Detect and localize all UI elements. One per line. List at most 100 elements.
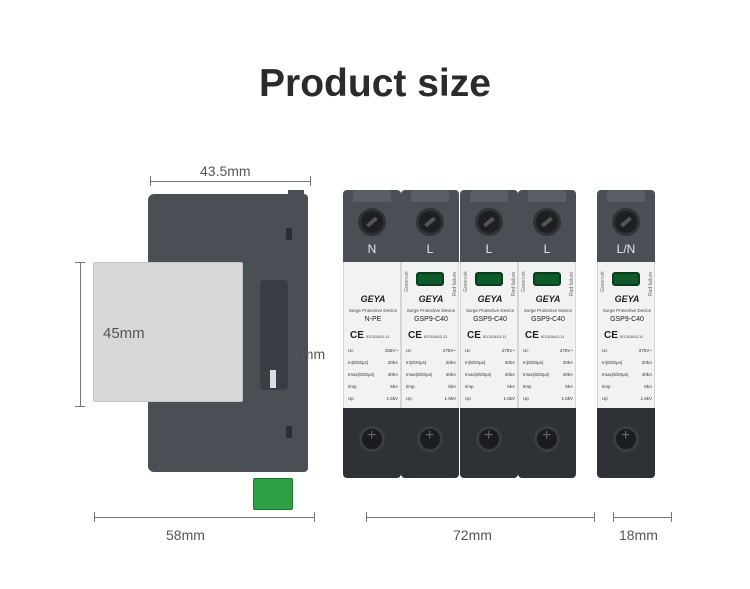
model-number: GSP9-C40: [531, 316, 565, 323]
terminal-label: N: [367, 242, 377, 256]
indicator-left-text: Green:ok: [404, 271, 410, 292]
status-indicator-window: [533, 272, 561, 286]
screw-icon: [417, 426, 443, 452]
screw-icon: [358, 208, 386, 236]
screw-icon: [359, 426, 385, 452]
brand-logo: GEYA: [418, 294, 444, 304]
spec-key: Iimp: [465, 384, 474, 389]
module-top: L/N: [597, 190, 655, 262]
dim-tick: [75, 262, 85, 263]
spec-key: Iimp: [348, 384, 357, 389]
ce-mark-icon: CE: [604, 330, 618, 341]
spec-value: 1.5kV: [561, 396, 573, 401]
spec-key: Iimp: [602, 384, 611, 389]
dim-depth-total: 58mm: [166, 527, 205, 543]
spec-key: In(8/20μs): [406, 360, 427, 365]
module-bottom: [597, 408, 655, 478]
module-top: N: [343, 190, 401, 262]
spec-value: 40kA: [562, 372, 573, 377]
indicator-right-text: Red:failure: [452, 271, 458, 296]
ce-mark-icon: CE: [350, 330, 364, 341]
model-number: GSP9-C40: [473, 316, 507, 323]
status-indicator-window: [475, 272, 503, 286]
module-bottom: [401, 408, 459, 478]
module-top-tab: [470, 190, 508, 202]
module-bottom: [518, 408, 576, 478]
dim-line-height: [80, 262, 81, 406]
spec-value: 20kA: [504, 360, 515, 365]
screw-icon: [475, 208, 503, 236]
terminal-label: L: [426, 242, 434, 256]
dim-tick: [671, 512, 672, 522]
spec-value: 1.5kV: [444, 396, 456, 401]
side-rail-clip: [270, 370, 276, 388]
standard-label: IEC61643-11: [483, 334, 507, 339]
spec-value: 20kA: [387, 360, 398, 365]
dim-line-single: [613, 517, 671, 518]
dim-depth-rail: 7mm: [294, 346, 326, 362]
device-subtitle: Surge Protective Device: [406, 308, 456, 313]
indicator-left-text: Green:ok: [600, 271, 606, 292]
spec-key: Imax(8/20μs): [465, 372, 492, 377]
side-notch: [286, 228, 292, 240]
spec-key: Imax(8/20μs): [523, 372, 550, 377]
screw-icon: [416, 208, 444, 236]
screw-icon: [533, 208, 561, 236]
side-cover-panel: [93, 262, 243, 402]
spec-key: Uc: [602, 348, 608, 353]
brand-logo: GEYA: [535, 294, 561, 304]
spec-value: 20kA: [641, 360, 652, 365]
side-top-clip: [288, 190, 304, 206]
module-top-tab: [528, 190, 566, 202]
spec-key: Uc: [348, 348, 354, 353]
spec-key: Uc: [523, 348, 529, 353]
spec-value: 5kA: [644, 384, 652, 389]
indicator-right-text: Red:failure: [511, 271, 517, 296]
dim-height-panel: 45mm: [103, 325, 145, 342]
brand-logo: GEYA: [614, 294, 640, 304]
spec-value: 275V~: [442, 348, 456, 353]
spec-key: In(8/20μs): [523, 360, 544, 365]
spec-key: In(8/20μs): [348, 360, 369, 365]
spec-key: Iimp: [523, 384, 532, 389]
device-subtitle: Surge Protective Device: [602, 308, 652, 313]
terminal-label: L: [485, 242, 493, 256]
indicator-left-text: Green:ok: [463, 271, 469, 292]
dim-tick: [150, 176, 151, 186]
spec-value: 255V~: [384, 348, 398, 353]
spec-key: Uc: [465, 348, 471, 353]
spec-key: Imax(8/20μs): [406, 372, 433, 377]
screw-icon: [613, 426, 639, 452]
spec-key: Uc: [406, 348, 412, 353]
spec-value: 275V~: [559, 348, 573, 353]
ce-mark-icon: CE: [467, 330, 481, 341]
spec-key: In(8/20μs): [602, 360, 623, 365]
device-subtitle: Surge Protective Device: [465, 308, 515, 313]
spec-value: 40kA: [504, 372, 515, 377]
spec-value: 275V~: [638, 348, 652, 353]
module-bottom: [460, 408, 518, 478]
status-indicator-window: [416, 272, 444, 286]
dim-tick: [314, 512, 315, 522]
spec-value: 20kA: [445, 360, 456, 365]
spec-value: 1.5kV: [640, 396, 652, 401]
standard-label: IEC61643-11: [620, 334, 644, 339]
dim-line-depth: [94, 517, 314, 518]
spec-key: Up: [523, 396, 529, 401]
spec-value: 40kA: [387, 372, 398, 377]
dim-tick: [94, 512, 95, 522]
spec-value: 20kA: [562, 360, 573, 365]
dim-line-width-side: [150, 181, 310, 182]
standard-label: IEC61643-11: [541, 334, 565, 339]
dim-tick: [594, 512, 595, 522]
spec-value: 5kA: [507, 384, 515, 389]
spec-value: 40kA: [445, 372, 456, 377]
device-subtitle: Surge Protective Device: [523, 308, 573, 313]
spec-key: Up: [602, 396, 608, 401]
